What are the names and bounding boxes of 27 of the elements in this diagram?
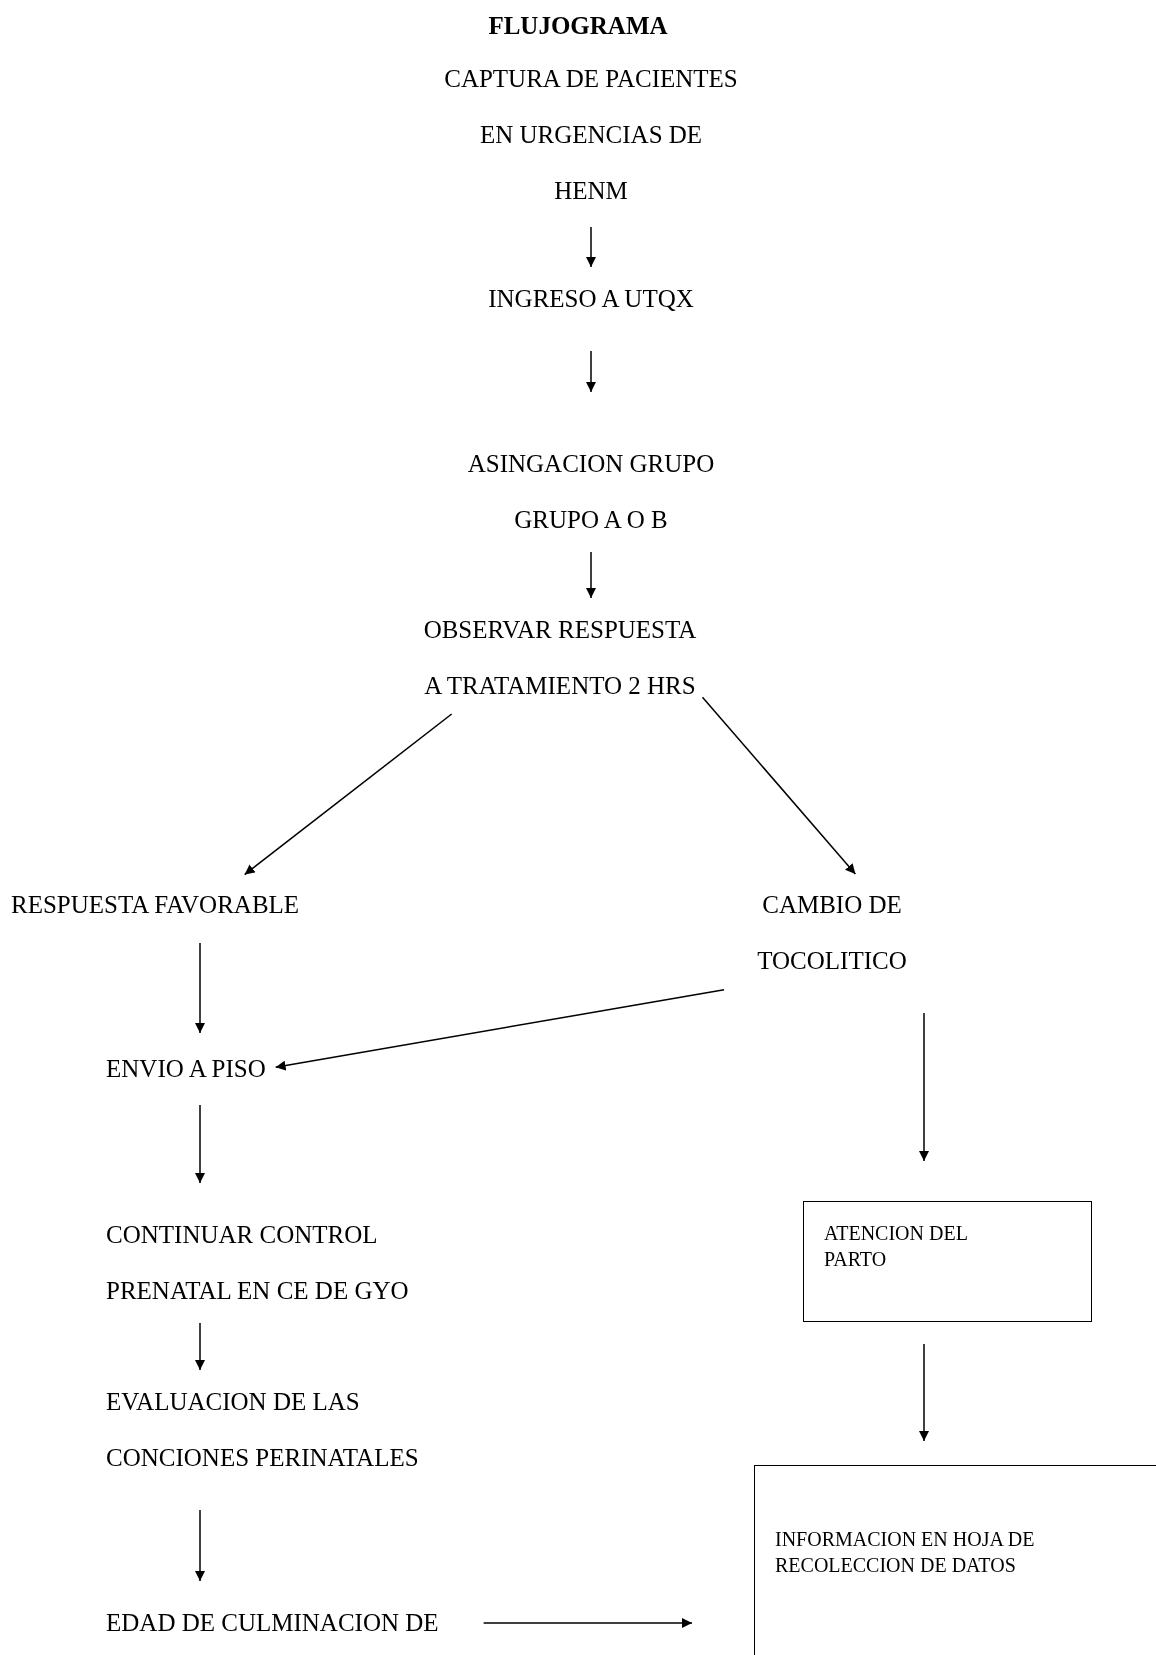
- title: FLUJOGRAMA: [487, 11, 669, 41]
- arrow: [195, 1104, 205, 1184]
- process-box: [803, 1201, 1092, 1322]
- step-label: CAMBIO DE TOCOLITICO: [702, 877, 962, 989]
- step-label: EDAD DE CULMINACION DE: [106, 1595, 439, 1651]
- arrow: [586, 350, 596, 393]
- step-label: OBSERVAR RESPUESTA A TRATAMIENTO 2 HRS: [417, 602, 703, 714]
- arrow: [195, 1509, 205, 1582]
- step-label: ENVIO A PISO: [106, 1041, 266, 1097]
- step-label: INGRESO A UTQX: [488, 271, 694, 327]
- arrow: [919, 1343, 929, 1442]
- arrow: [586, 551, 596, 599]
- step-label: CAPTURA DE PACIENTES EN URGENCIAS DE HENM: [441, 51, 741, 219]
- arrow: [243, 713, 453, 876]
- step-label: EVALUACION DE LAS CONCIONES PERINATALES: [106, 1374, 501, 1486]
- step-label: RESPUESTA FAVORABLE: [11, 877, 300, 933]
- arrow: [274, 988, 725, 1071]
- step-label: ASINGACION GRUPO GRUPO A O B: [426, 436, 756, 548]
- arrow: [195, 942, 205, 1034]
- arrow: [919, 1012, 929, 1162]
- arrow: [195, 1322, 205, 1371]
- arrow: [586, 226, 596, 268]
- step-label: CONTINUAR CONTROL PRENATAL EN CE DE GYO: [106, 1207, 456, 1319]
- box-text: INFORMACION EN HOJA DE RECOLECCION DE DATOS: [775, 1527, 1036, 1578]
- arrow: [701, 696, 857, 875]
- arrow: [482, 1618, 693, 1628]
- box-text: ATENCION DEL PARTO: [824, 1221, 969, 1272]
